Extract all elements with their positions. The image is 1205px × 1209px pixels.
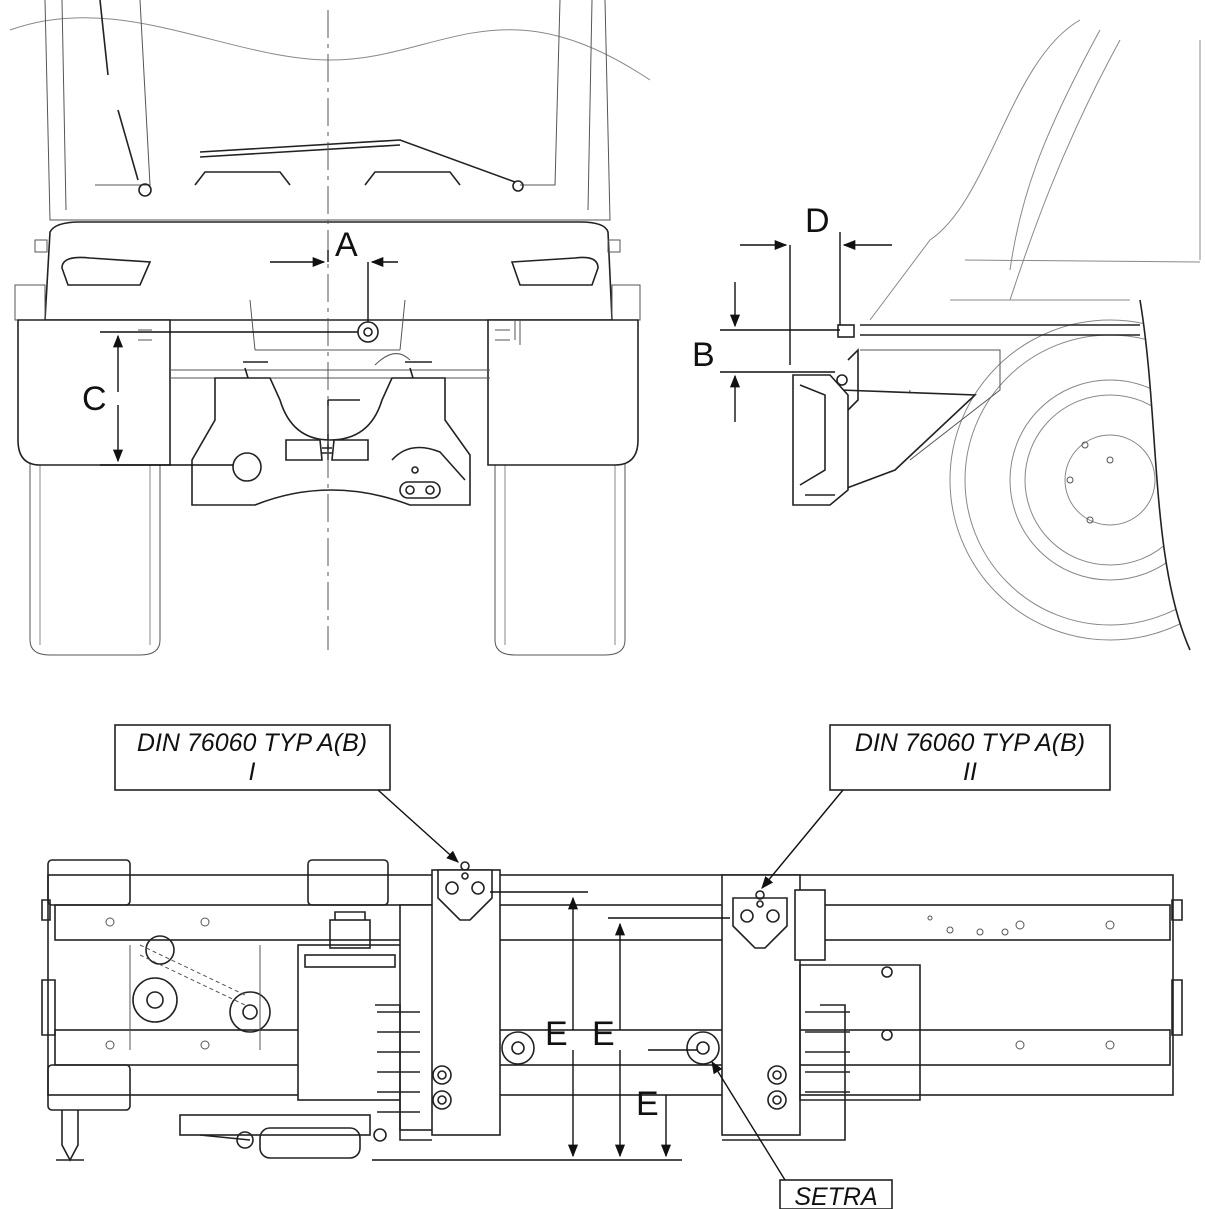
label-e-3: E bbox=[636, 1085, 659, 1123]
callout-right-line1: DIN 76060 TYP A(B) bbox=[855, 729, 1085, 757]
front-view bbox=[9, 0, 651, 656]
dimension-e: E E E bbox=[372, 891, 730, 1161]
label-c: C bbox=[82, 380, 107, 418]
callout-right-line2: II bbox=[963, 758, 977, 786]
label-b: B bbox=[692, 336, 715, 374]
callout-setra-text: SETRA bbox=[794, 1183, 877, 1209]
label-a: A bbox=[335, 226, 358, 264]
dimension-d: D bbox=[740, 202, 892, 365]
callout-left: DIN 76060 TYP A(B) I bbox=[114, 724, 459, 863]
dimension-c: C bbox=[82, 331, 358, 466]
callout-right: DIN 76060 TYP A(B) II bbox=[761, 724, 1111, 889]
callout-left-line2: I bbox=[249, 758, 256, 786]
label-d: D bbox=[805, 202, 830, 240]
dimension-b: B bbox=[692, 282, 840, 422]
rear-frame-view bbox=[41, 859, 1183, 1162]
callout-left-line1: DIN 76060 TYP A(B) bbox=[137, 729, 367, 757]
dimension-a: A bbox=[270, 226, 398, 322]
label-e-2: E bbox=[592, 1015, 615, 1053]
callout-setra: SETRA bbox=[711, 1060, 893, 1209]
side-view bbox=[792, 19, 1205, 651]
label-e-1: E bbox=[545, 1015, 568, 1053]
